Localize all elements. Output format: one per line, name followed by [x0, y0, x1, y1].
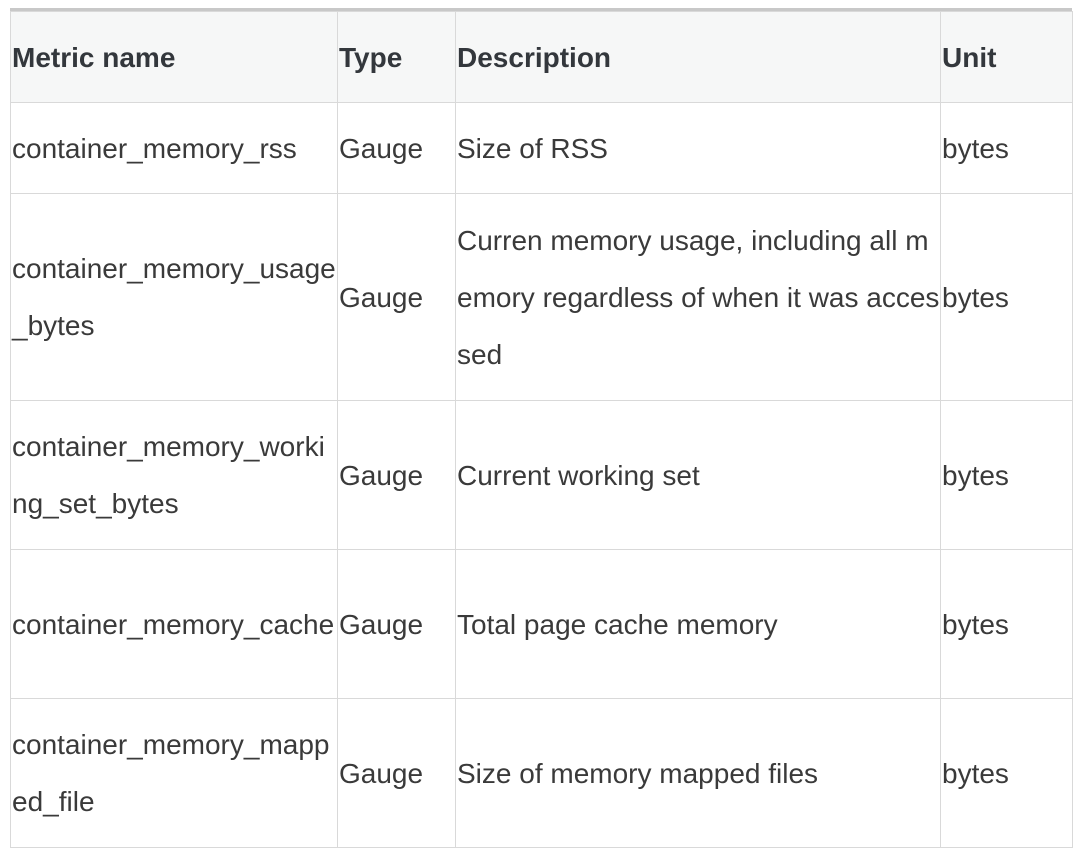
- cell-type: Gauge: [337, 549, 456, 699]
- metrics-table: Metric name Type Description Unit contai…: [10, 11, 1073, 848]
- header-unit: Unit: [940, 11, 1073, 103]
- cell-unit: bytes: [940, 193, 1073, 401]
- cell-description: Size of memory mapped files: [455, 698, 941, 848]
- cell-type: Gauge: [337, 102, 456, 194]
- table-header-row: Metric name Type Description Unit: [10, 11, 1073, 103]
- cell-description: Size of RSS: [455, 102, 941, 194]
- table-row: container_memory_cache Gauge Total page …: [10, 549, 1073, 699]
- cell-type: Gauge: [337, 400, 456, 550]
- cell-type: Gauge: [337, 193, 456, 401]
- cell-description: Current working set: [455, 400, 941, 550]
- header-metric-name: Metric name: [10, 11, 338, 103]
- cell-metric-name: container_memory_working_set_bytes: [10, 400, 338, 550]
- cell-type: Gauge: [337, 698, 456, 848]
- cell-unit: bytes: [940, 549, 1073, 699]
- cell-unit: bytes: [940, 102, 1073, 194]
- cell-metric-name: container_memory_cache: [10, 549, 338, 699]
- cell-description: Total page cache memory: [455, 549, 941, 699]
- header-description: Description: [455, 11, 941, 103]
- cell-metric-name: container_memory_rss: [10, 102, 338, 194]
- cell-unit: bytes: [940, 698, 1073, 848]
- cell-unit: bytes: [940, 400, 1073, 550]
- cell-description: Curren memory usage, including all memor…: [455, 193, 941, 401]
- table-row: container_memory_working_set_bytes Gauge…: [10, 400, 1073, 550]
- table-top-border: [10, 8, 1072, 11]
- cell-metric-name: container_memory_usage_bytes: [10, 193, 338, 401]
- table-row: container_memory_rss Gauge Size of RSS b…: [10, 102, 1073, 194]
- table-row: container_memory_mapped_file Gauge Size …: [10, 698, 1073, 848]
- header-type: Type: [337, 11, 456, 103]
- table-row: container_memory_usage_bytes Gauge Curre…: [10, 193, 1073, 401]
- cell-metric-name: container_memory_mapped_file: [10, 698, 338, 848]
